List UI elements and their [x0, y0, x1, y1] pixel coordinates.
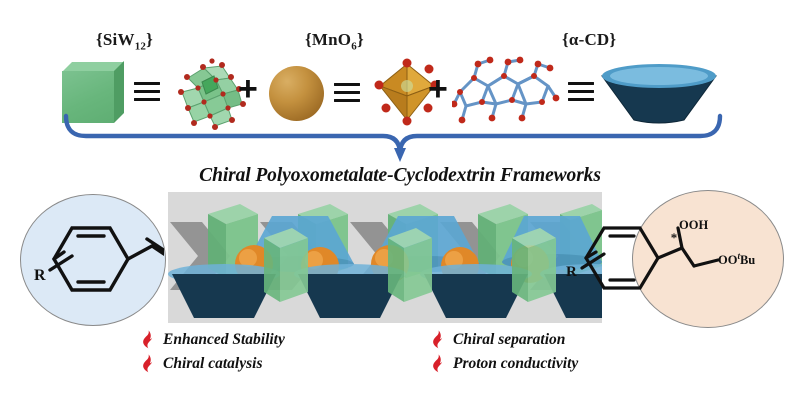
equivalent-icon-acd	[568, 82, 594, 102]
product-r-label: R	[566, 264, 577, 280]
feature-label: Enhanced Stability	[163, 330, 285, 348]
feature-label: Chiral catalysis	[163, 354, 263, 372]
flame-icon	[143, 354, 153, 373]
stereocenter-asterisk: *	[671, 230, 678, 245]
flame-icon	[433, 330, 443, 349]
styrene-structure: R	[34, 226, 164, 292]
flame-icon	[433, 354, 443, 373]
plus-operator-1: +	[238, 70, 258, 108]
green-cube-icon	[62, 61, 124, 123]
octahedron-icon	[374, 58, 440, 126]
building-block-label-siw12: {SiW12}	[96, 30, 153, 53]
brown-sphere-icon	[269, 66, 324, 121]
keggin-cluster-icon	[178, 58, 246, 130]
framework-panel	[168, 192, 602, 323]
equivalent-icon-mno6	[334, 83, 360, 103]
product-group-ooh: OOH	[679, 218, 709, 232]
cyclodextrin-cups-lower	[168, 264, 602, 318]
navy-cup-icon	[601, 64, 717, 124]
building-block-label-acd: {α-CD}	[562, 30, 617, 49]
feature-item: Chiral catalysis	[140, 354, 285, 373]
substrate-r-label: R	[34, 267, 46, 284]
peroxide-product-structure: R *	[566, 226, 720, 290]
feature-item: Chiral separation	[430, 330, 578, 349]
cyclodextrin-ball-and-stick-icon	[452, 56, 560, 124]
polyoxometalate-cubes-front	[264, 228, 556, 302]
feature-list-left: Enhanced Stability Chiral catalysis	[140, 330, 285, 378]
equivalent-icon-siw12	[134, 82, 160, 102]
product-group-ootbu: OOtBu	[718, 251, 756, 268]
pocdf-framework-illustration	[168, 204, 602, 318]
flame-icon	[143, 330, 153, 349]
feature-item: Enhanced Stability	[140, 330, 285, 349]
substrate-circle	[20, 194, 166, 326]
feature-list-right: Chiral separation Proton conductivity	[430, 330, 578, 378]
convergence-brace	[63, 113, 723, 162]
feature-item: Proton conductivity	[430, 354, 578, 373]
plus-operator-2: +	[428, 70, 448, 108]
page-title: Chiral Polyoxometalate-Cyclodextrin Fram…	[199, 165, 601, 186]
feature-label: Proton conductivity	[453, 354, 579, 372]
building-block-label-mno6: {MnO6}	[305, 30, 364, 53]
feature-label: Chiral separation	[453, 330, 566, 348]
